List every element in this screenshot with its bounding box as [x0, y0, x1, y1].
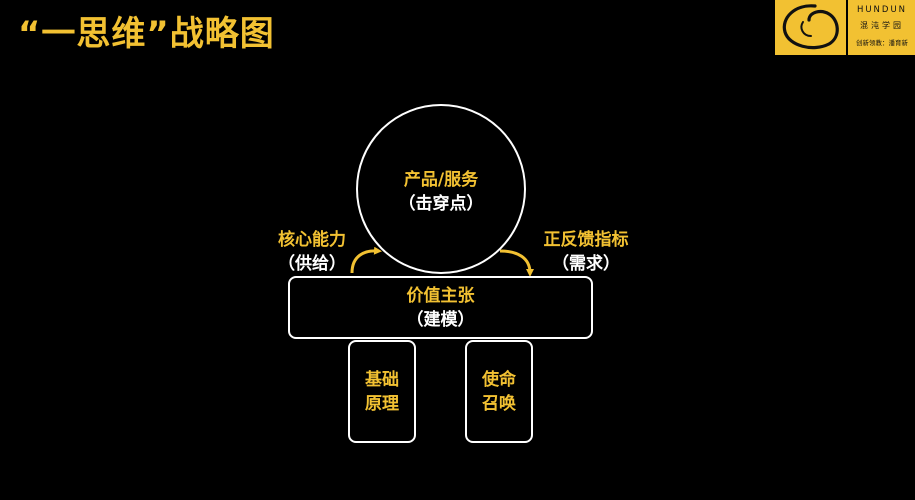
page-title: “一思维”战略图: [18, 14, 275, 54]
arrow-left-to-circle: [350, 246, 382, 274]
first-principles-label: 基础 原理: [365, 370, 399, 414]
arrow-circle-to-right: [499, 249, 534, 277]
first-principles-box: [348, 340, 416, 443]
value-proposition-label: 价值主张 （建模）: [406, 286, 475, 330]
mission-label: 使命 召唤: [482, 370, 516, 414]
logo-chinese-text: 混沌学园: [860, 21, 904, 30]
value-proposition-box: [288, 276, 593, 339]
feedback-metric-label: 正反馈指标 （需求）: [543, 230, 629, 274]
hundun-emblem-icon: [782, 4, 839, 50]
logo-divider: [846, 0, 848, 55]
logo-english-text: HUNDUN: [856, 5, 908, 15]
core-capability-label: 核心能力 （供给）: [278, 230, 346, 274]
product-service-circle: [356, 104, 526, 274]
logo-slogan: 创新领教：潘育新: [856, 39, 908, 47]
product-service-label: 产品/服务 （击穿点）: [398, 170, 484, 214]
mission-box: [465, 340, 533, 443]
hundun-logo: HUNDUN 混沌学园 创新领教：潘育新: [775, 0, 915, 55]
